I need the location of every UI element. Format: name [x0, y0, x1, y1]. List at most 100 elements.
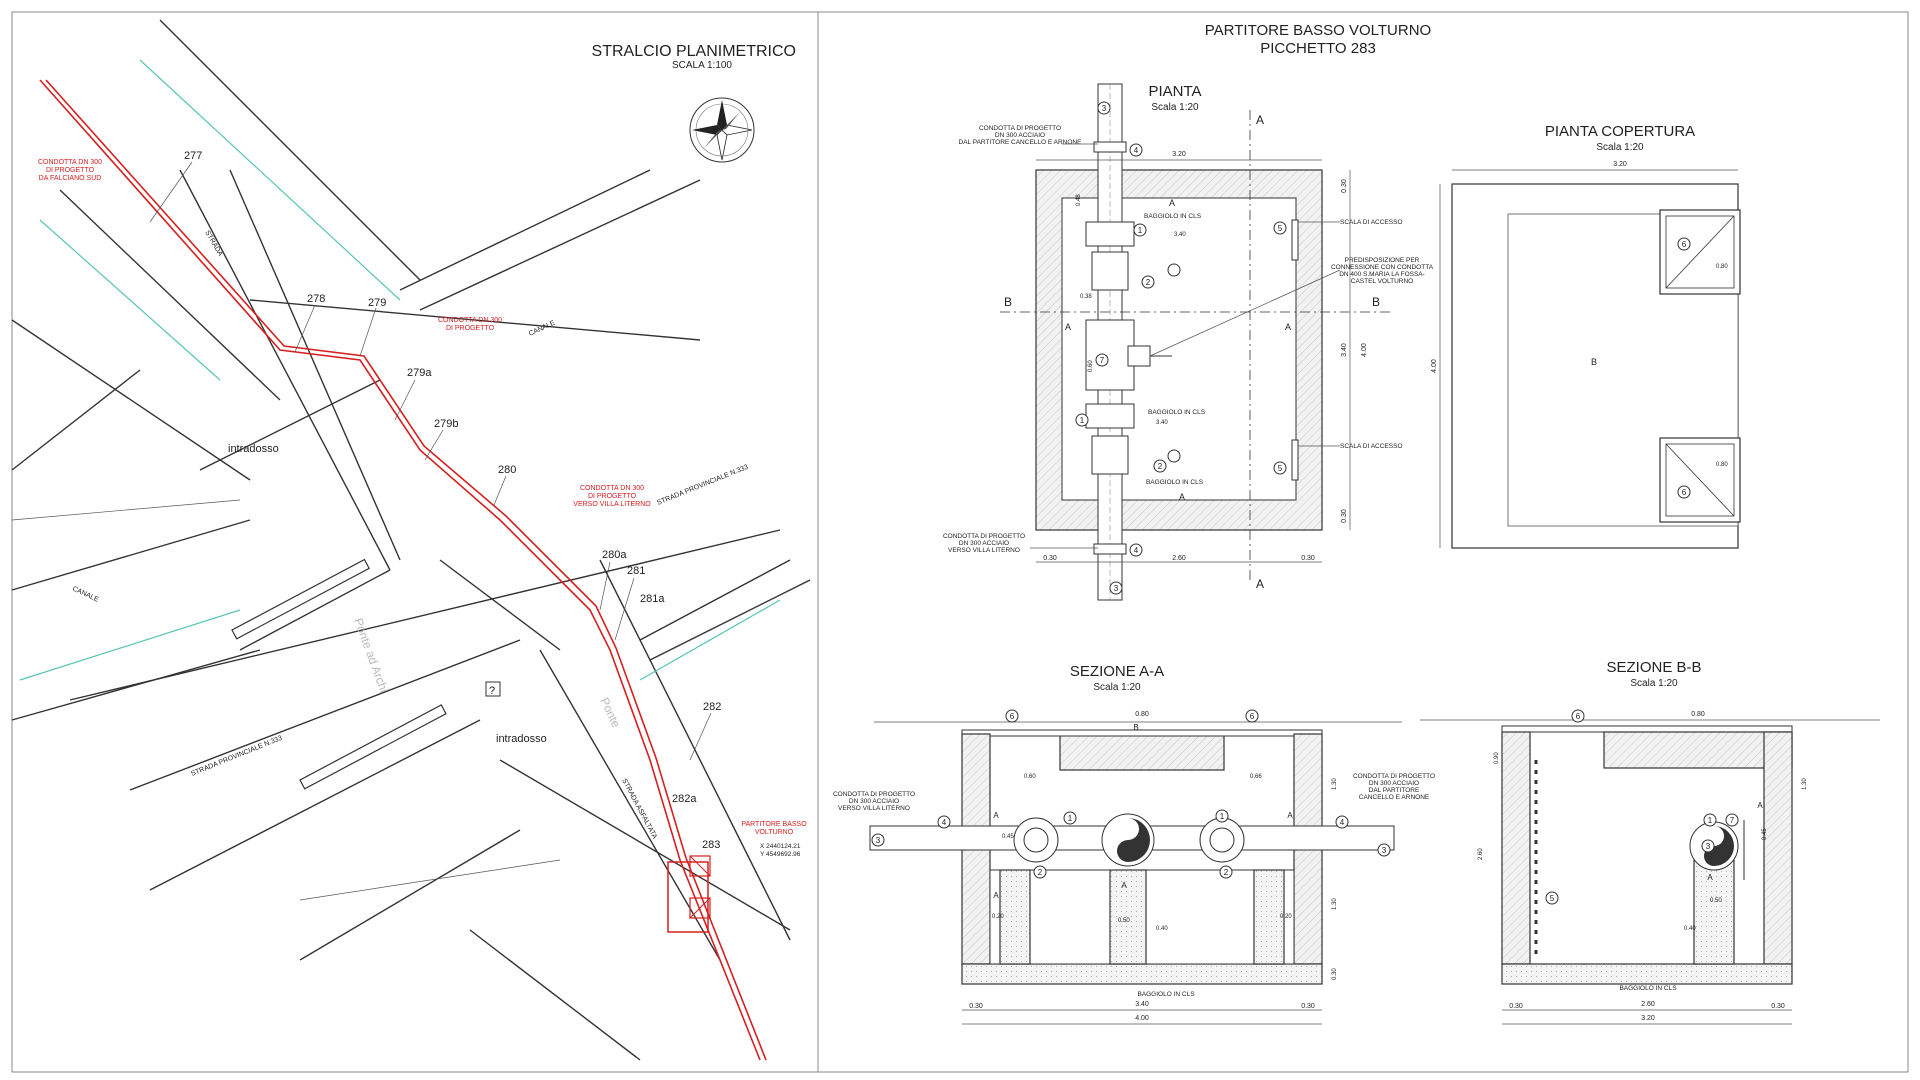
copertura-scale: Scala 1:20	[1596, 142, 1644, 153]
item-4-top: 4	[1134, 146, 1139, 155]
dim-d1: 0.38	[1080, 294, 1092, 300]
sb-item-3: 3	[1706, 842, 1711, 851]
sa-item-6-left: 6	[1010, 712, 1015, 721]
sb-dim-d40: 0.40	[1684, 926, 1696, 932]
sa-dim-a: 0.60	[1024, 774, 1036, 780]
cut-a-bottom: A	[1256, 577, 1264, 591]
cop-item-6-top: 6	[1682, 240, 1687, 249]
sheet-border	[11, 11, 1909, 1073]
sa-dim-d40: 0.40	[1156, 926, 1168, 932]
sez-b-title: SEZIONE B-B	[1606, 659, 1701, 676]
point-282: 282	[703, 701, 721, 713]
cop-dim-c-bottom: 0.80	[1716, 462, 1728, 468]
point-281a: 281a	[640, 593, 665, 605]
coord-y: Y 4549692.96	[760, 851, 801, 858]
note-out-3: VERSO VILLA LITERNO	[948, 547, 1020, 554]
sezione-bb-panel: SEZIONE B-B Scala 1:20 6 5 1 7 3 A A BAG…	[1420, 659, 1880, 1025]
cop-dim-h: 4.00	[1431, 359, 1438, 373]
sb-dim-d50: 0.50	[1710, 898, 1722, 904]
dim-d4-bottom: 3.40	[1156, 420, 1168, 426]
note-n4-line2: VOLTURNO	[755, 829, 794, 836]
material-a-left: A	[1065, 322, 1071, 332]
sez-a-scale: Scala 1:20	[1093, 682, 1141, 693]
sa-dim-h3: 0.30	[1332, 968, 1338, 980]
sb-item-5: 5	[1550, 894, 1555, 903]
sa-note-right-1: CONDOTTA DI PROGETTO	[1353, 773, 1435, 780]
note-n2-line1: CONDOTTA DN 300	[438, 317, 502, 324]
sa-note-baggiolo: BAGGIOLO IN CLS	[1137, 991, 1195, 998]
sa-note-right-4: CANCELLO E ARNONE	[1359, 794, 1430, 801]
sb-dim-total: 3.20	[1641, 1015, 1655, 1022]
cut-b-right: B	[1372, 295, 1380, 309]
sa-item-2-left: 2	[1038, 868, 1043, 877]
note-predisp-4: CASTEL VOLTURNO	[1351, 278, 1413, 285]
pianta-title: PIANTA	[1148, 83, 1201, 100]
pipeline-route	[39, 79, 767, 1061]
sa-material-b: B	[1133, 723, 1138, 732]
sb-dim-t-left: 0.30	[1509, 1003, 1523, 1010]
label-ponte: Ponte	[597, 695, 623, 730]
point-282a: 282a	[672, 793, 697, 805]
sez-a-title: SEZIONE A-A	[1070, 663, 1164, 680]
item-3-bottom: 3	[1114, 584, 1119, 593]
label-intradosso-1: intradosso	[228, 443, 279, 455]
sa-material-a-4: A	[1121, 881, 1127, 890]
dim-ih: 3.40	[1341, 343, 1348, 357]
sa-item-2-right: 2	[1224, 868, 1229, 877]
sb-item-6: 6	[1576, 712, 1581, 721]
note-in-2: DN 300 ACCIAIO	[995, 132, 1045, 139]
sa-item-3-right: 3	[1382, 846, 1387, 855]
sa-dim-d45: 0.45	[1002, 834, 1014, 840]
sa-note-right-2: DN 300 ACCIAIO	[1369, 780, 1419, 787]
sb-note-baggiolo: BAGGIOLO IN CLS	[1619, 985, 1677, 992]
sa-dim-total: 4.00	[1135, 1015, 1149, 1022]
sa-dim-d20-right: 0.20	[1280, 914, 1292, 920]
dim-iw: 2.60	[1172, 555, 1186, 562]
pianta-dims: 3.20 2.60 0.30 0.30 4.00 3.40 0.30 0.30 …	[1036, 151, 1368, 563]
sez-b-scale: Scala 1:20	[1630, 678, 1678, 689]
note-n4-line1: PARTITORE BASSO	[741, 821, 807, 828]
note-in-1: CONDOTTA DI PROGETTO	[979, 125, 1061, 132]
plan-title: STRALCIO PLANIMETRICO	[592, 43, 796, 60]
pianta-items: 3 4 1 2 7 1 2 5 5 4 3 A A A A	[1065, 101, 1291, 595]
note-predisp-3: DN 400 S.MARIA LA FOSSA-	[1339, 271, 1425, 278]
dim-d3: 0.60	[1088, 360, 1094, 372]
sb-item-7: 7	[1730, 816, 1735, 825]
point-280a: 280a	[602, 549, 627, 561]
sa-item-3-left: 3	[876, 836, 881, 845]
label-strada-asfaltata: STRADA ASFALTATA	[620, 778, 658, 841]
sb-material-a-1: A	[1757, 801, 1763, 810]
dim-t-right: 0.30	[1301, 555, 1315, 562]
sb-dim-inner: 2.60	[1641, 1001, 1655, 1008]
point-279: 279	[368, 297, 386, 309]
note-n3-line3: VERSO VILLA LITERNO	[573, 501, 651, 508]
label-canale-1: CANALE	[528, 319, 557, 337]
note-n3-line1: CONDOTTA DN 300	[580, 485, 644, 492]
cop-label-b: B	[1591, 357, 1597, 367]
copertura-title: PIANTA COPERTURA	[1545, 123, 1695, 140]
point-278: 278	[307, 293, 325, 305]
sa-dim-h1: 1.30	[1332, 778, 1338, 790]
label-intradosso-2: intradosso	[496, 733, 547, 745]
sb-dim-t-right: 0.30	[1771, 1003, 1785, 1010]
plan-scale: SCALA 1:100	[672, 60, 732, 71]
dim-w: 3.20	[1172, 151, 1186, 158]
copertura-panel: PIANTA COPERTURA Scala 1:20 6 6 0.80 0.8…	[1431, 123, 1741, 549]
dim-d4-top: 3.40	[1174, 232, 1186, 238]
partitore-symbol	[667, 855, 711, 933]
note-out-2: DN 300 ACCIAIO	[959, 540, 1009, 547]
sa-dim-t-left: 0.30	[969, 1003, 983, 1010]
sa-dim-top: 0.80	[1135, 711, 1149, 718]
note-baggiolo-1: BAGGIOLO IN CLS	[1144, 213, 1202, 220]
sa-item-1-left: 1	[1068, 814, 1073, 823]
point-277: 277	[184, 150, 202, 162]
cut-a-top: A	[1256, 113, 1264, 127]
coord-x: X 2440124.21	[760, 843, 801, 850]
sa-dim-t-right: 0.30	[1301, 1003, 1315, 1010]
plan-panel: STRALCIO PLANIMETRICO SCALA 1:100	[11, 19, 811, 1061]
note-out-1: CONDOTTA DI PROGETTO	[943, 533, 1025, 540]
label-canale-2: CANALE	[71, 585, 100, 603]
note-n1-line1: CONDOTTA DN 300	[38, 159, 102, 166]
sa-material-a-2: A	[1287, 811, 1293, 820]
dim-t-bottom: 0.30	[1341, 509, 1348, 523]
